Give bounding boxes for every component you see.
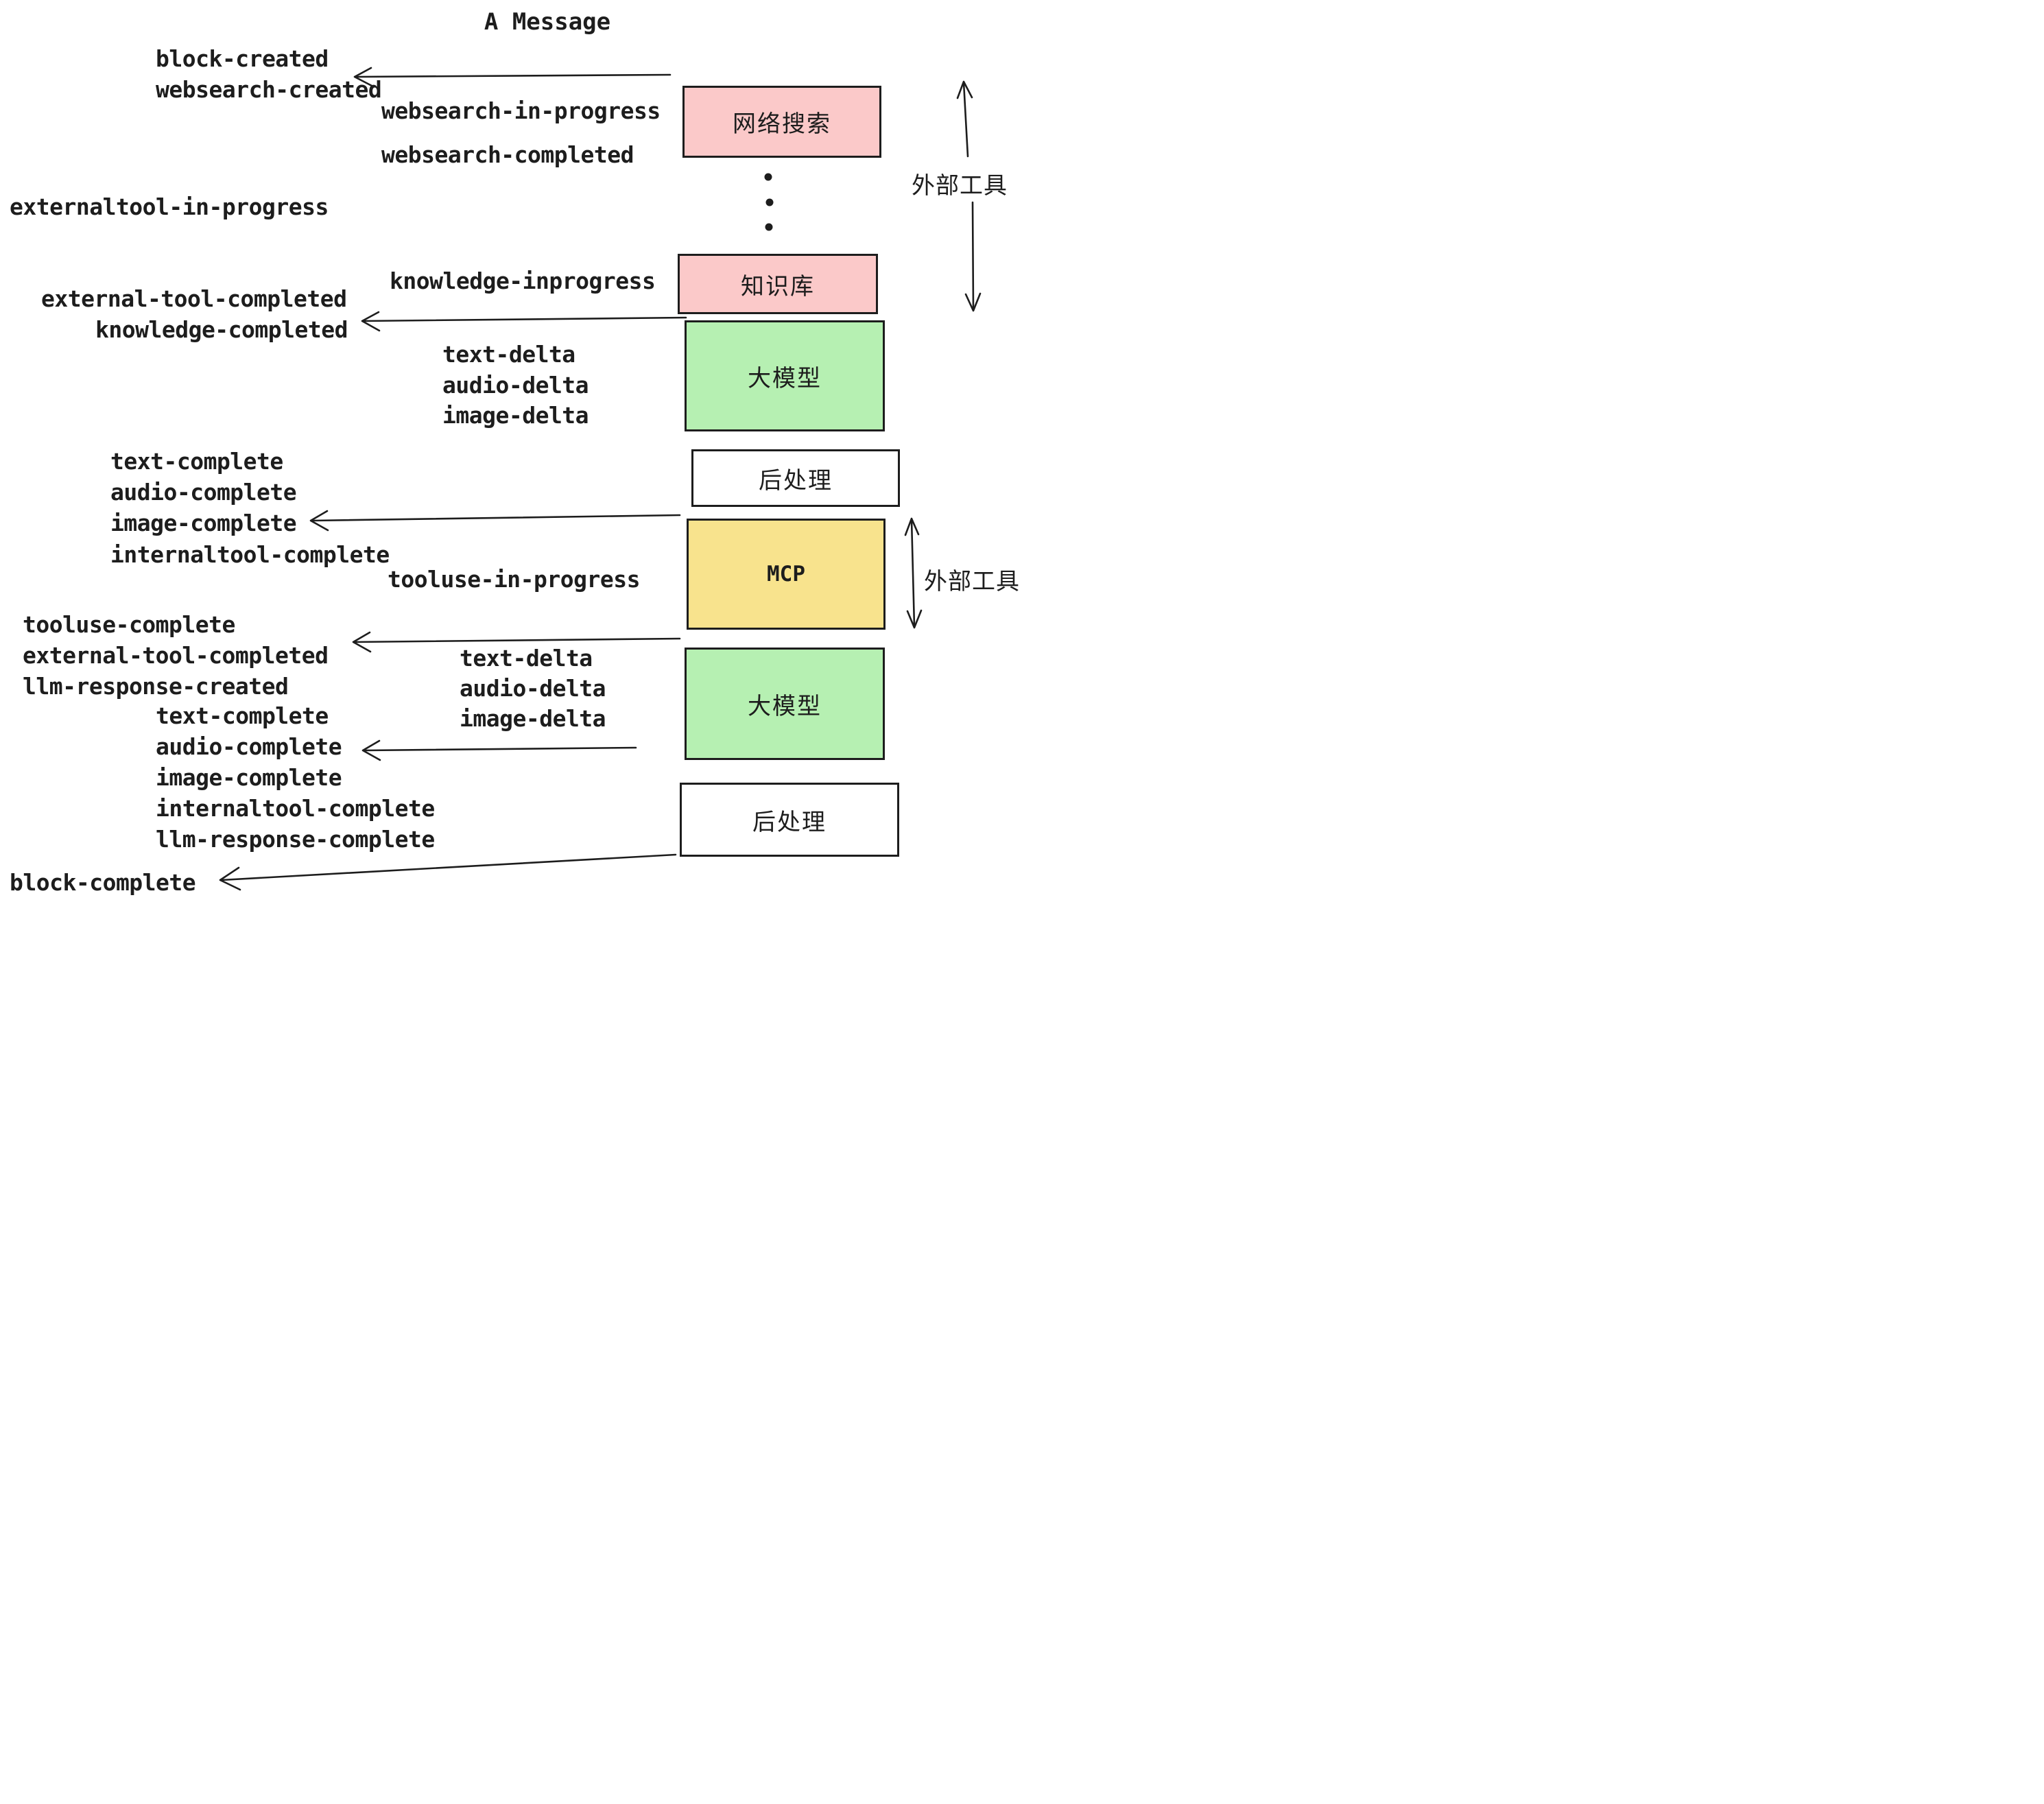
event-label-websearch-created: websearch-created — [156, 76, 382, 103]
event-label-image-delta-2: image-delta — [460, 705, 606, 732]
external-tools-span-arrow-2 — [904, 517, 923, 629]
external-tools-label-2: 外部工具 — [924, 569, 1020, 595]
llm-box-2-label: 大模型 — [748, 693, 822, 720]
mcp-box-label: MCP — [767, 562, 805, 586]
event-label-text-complete-2: text-complete — [156, 702, 329, 729]
event-label-llm-response-complete: llm-response-complete — [156, 826, 435, 853]
event-label-llm-response-created: llm-response-created — [23, 673, 289, 700]
vertical-ellipsis — [764, 173, 774, 231]
knowledge-box-label: 知识库 — [741, 273, 815, 300]
event-label-external-tool-completed-2: external-tool-completed — [23, 642, 329, 669]
event-label-audio-complete-2: audio-complete — [156, 733, 342, 760]
postprocess-box-2-label: 后处理 — [752, 809, 827, 835]
event-label-image-complete-2: image-complete — [156, 764, 342, 791]
event-label-websearch-completed: websearch-completed — [381, 141, 634, 168]
event-label-internaltool-complete-2: internaltool-complete — [156, 795, 435, 822]
event-label-internaltool-complete-1: internaltool-complete — [110, 541, 390, 568]
event-label-knowledge-completed: knowledge-completed — [95, 316, 348, 343]
event-label-tooluse-in-progress: tooluse-in-progress — [388, 566, 641, 593]
event-label-block-created: block-created — [156, 45, 329, 72]
event-label-audio-delta-2: audio-delta — [460, 675, 606, 702]
llm-box-1: 大模型 — [685, 320, 885, 431]
postprocess-box-1-label: 后处理 — [759, 467, 833, 494]
arrow-llm2-to-complete — [361, 739, 637, 761]
arrow-post1-to-complete — [309, 510, 681, 532]
event-label-audio-complete-1: audio-complete — [110, 479, 297, 506]
postprocess-box-2: 后处理 — [680, 783, 899, 857]
websearch-box-label: 网络搜索 — [733, 111, 831, 137]
arrow-websearch-to-created — [353, 67, 672, 87]
event-label-tooluse-complete: tooluse-complete — [23, 611, 235, 638]
event-label-text-complete-1: text-complete — [110, 448, 283, 475]
event-label-websearch-in-progress: websearch-in-progress — [381, 97, 661, 124]
event-label-externaltool-in-progress: externaltool-in-progress — [10, 193, 329, 220]
external-tools-label-1: 外部工具 — [912, 173, 1008, 199]
arrow-knowledge-to-completed — [361, 311, 687, 332]
event-label-block-complete: block-complete — [10, 869, 196, 896]
knowledge-box: 知识库 — [678, 254, 878, 314]
page-title: A Message — [484, 8, 611, 36]
event-label-text-delta-2: text-delta — [460, 645, 593, 672]
diagram-canvas: A Message block-created websearch-create… — [0, 0, 1022, 902]
event-label-text-delta-1: text-delta — [442, 341, 575, 368]
event-label-image-delta-1: image-delta — [442, 402, 589, 429]
llm-box-1-label: 大模型 — [748, 365, 822, 392]
event-label-external-tool-completed-1: external-tool-completed — [41, 285, 347, 312]
websearch-box: 网络搜索 — [682, 86, 881, 158]
event-label-audio-delta-1: audio-delta — [442, 372, 589, 399]
mcp-box: MCP — [687, 519, 886, 630]
llm-box-2: 大模型 — [685, 648, 885, 760]
event-label-knowledge-inprogress: knowledge-inprogress — [390, 268, 656, 294]
arrow-post2-to-blockcomplete — [219, 853, 677, 891]
event-label-image-complete-1: image-complete — [110, 510, 297, 536]
postprocess-box-1: 后处理 — [691, 449, 900, 507]
